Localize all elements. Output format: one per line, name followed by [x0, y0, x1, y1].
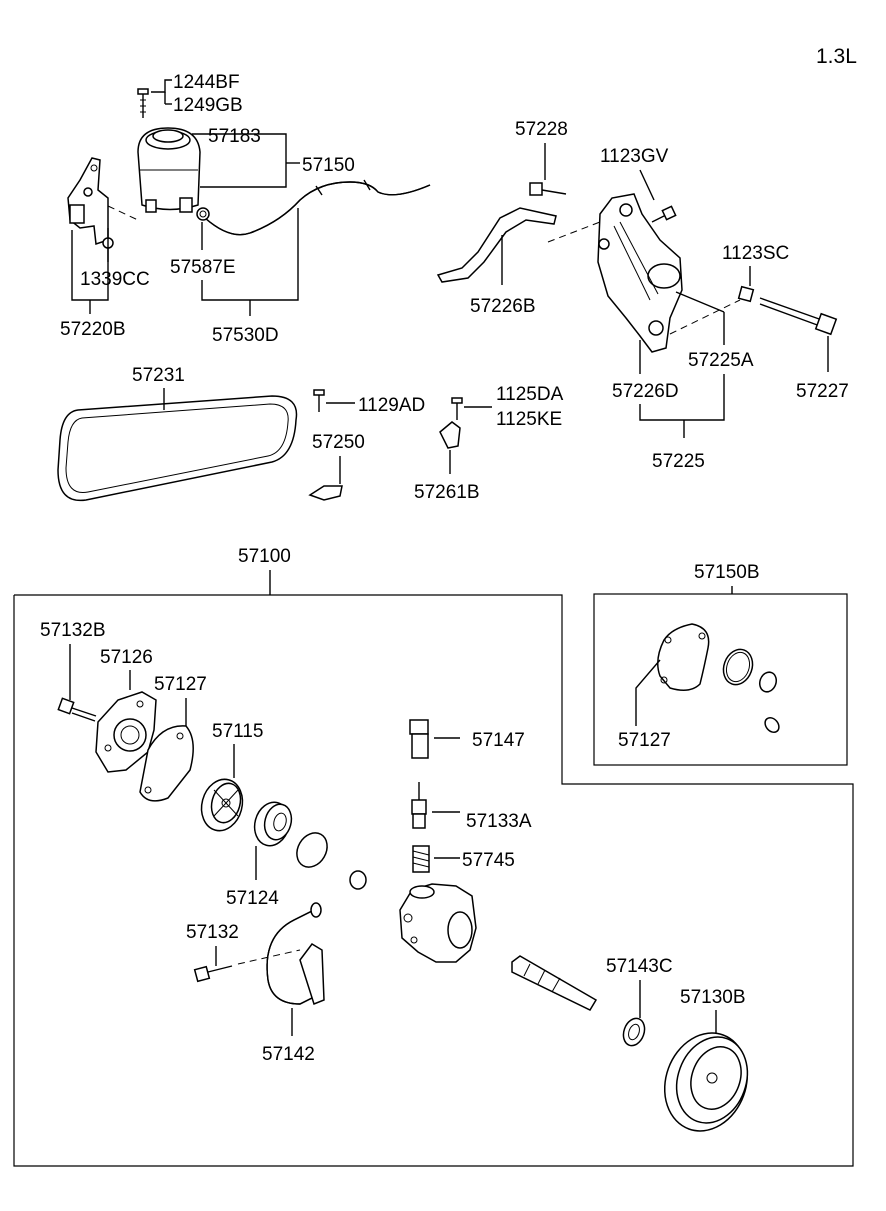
bolt-57132b	[57, 697, 97, 722]
label-57100: 57100	[238, 546, 291, 567]
label-57142: 57142	[262, 1044, 315, 1065]
label-57745: 57745	[462, 850, 515, 871]
bolt-1244bf	[137, 88, 149, 118]
shaft	[511, 955, 598, 1011]
label-57220b: 57220B	[60, 319, 126, 340]
seal-57143c	[622, 1017, 646, 1047]
label-1125da: 1125DA	[496, 384, 564, 405]
label-57150: 57150	[302, 155, 355, 176]
label-1129ad: 1129AD	[358, 395, 425, 416]
bolt-57132	[193, 965, 233, 983]
label-57587e: 57587E	[170, 257, 236, 278]
kit-oring-medium	[758, 671, 778, 693]
pump-bracket-group: 57228 1123GV 57226B 57225A	[436, 119, 849, 472]
label-57225a: 57225A	[688, 350, 754, 371]
label-57147: 57147	[472, 730, 525, 751]
label-57225: 57225	[652, 451, 705, 472]
bolt-1125da	[451, 397, 463, 420]
bearing-57124	[253, 801, 293, 847]
bolt-1129ad	[313, 389, 325, 412]
label-1125ke: 1125KE	[496, 409, 562, 430]
clamp-57587e	[196, 207, 210, 221]
label-1249gb: 1249GB	[173, 95, 243, 116]
label-57227: 57227	[796, 381, 849, 402]
label-1123sc: 1123SC	[722, 243, 789, 264]
label-57228: 57228	[515, 119, 568, 140]
rotor-57115	[200, 778, 244, 832]
label-57130b: 57130B	[680, 987, 746, 1008]
label-57127: 57127	[154, 674, 207, 695]
label-57143c: 57143C	[606, 956, 673, 977]
kit-57150b-box	[593, 593, 848, 766]
bolt-57227	[759, 297, 838, 336]
label-57132: 57132	[186, 922, 239, 943]
label-57530d: 57530D	[212, 325, 279, 346]
bolt-1123gv	[651, 205, 677, 223]
pulley-57130b	[663, 1032, 749, 1132]
label-1244bf: 1244BF	[173, 72, 240, 93]
oring-pump-small	[349, 870, 367, 890]
oring-pump-large	[296, 832, 328, 868]
clip-57250	[308, 485, 343, 501]
label-57231: 57231	[132, 365, 185, 386]
label-57127-kit: 57127	[618, 730, 671, 751]
bolt-57228	[529, 182, 567, 196]
label-57124: 57124	[226, 888, 279, 909]
clip-57261b	[439, 421, 461, 449]
label-57250: 57250	[312, 432, 365, 453]
bracket-57226d	[597, 193, 683, 353]
engine-label: 1.3L	[816, 45, 857, 68]
kit-oring-small	[764, 717, 780, 733]
label-57133a: 57133A	[466, 811, 532, 832]
reservoir-group: 1244BF 1249GB 57183 57150 57587E 5753	[60, 72, 431, 346]
bolt-1123sc	[737, 285, 755, 303]
label-57261b: 57261B	[414, 482, 480, 503]
reservoir-tank	[137, 127, 201, 213]
label-57115: 57115	[212, 721, 263, 742]
label-1339cc: 1339CC	[80, 269, 150, 290]
belt-57231	[57, 395, 298, 502]
pump-body	[399, 883, 477, 963]
label-57126: 57126	[100, 647, 153, 668]
belt-group: 57231 1129AD 57250 1125DA 1125KE 57261B	[57, 365, 564, 503]
kit-oring-large	[722, 648, 754, 686]
pipe-57142	[266, 902, 325, 1005]
hose-57530d	[204, 181, 431, 236]
gasket-57127	[139, 725, 194, 802]
pump-assembly-frame: 57100 57150B 57127 57132B 57126	[13, 546, 854, 1167]
label-57132b: 57132B	[40, 620, 106, 641]
bracket-57226b	[436, 207, 557, 283]
label-57150b: 57150B	[694, 562, 760, 583]
spring-57745	[412, 845, 430, 873]
cover-57126	[95, 691, 157, 773]
fitting-57147	[409, 719, 429, 759]
label-57226b: 57226B	[470, 296, 536, 317]
label-57183: 57183	[208, 126, 261, 147]
label-1123gv: 1123GV	[600, 146, 669, 167]
valve-57133a	[411, 782, 427, 829]
bracket-57220b	[67, 157, 114, 249]
label-57226d: 57226D	[612, 381, 679, 402]
kit-gasket-57127	[657, 623, 710, 691]
